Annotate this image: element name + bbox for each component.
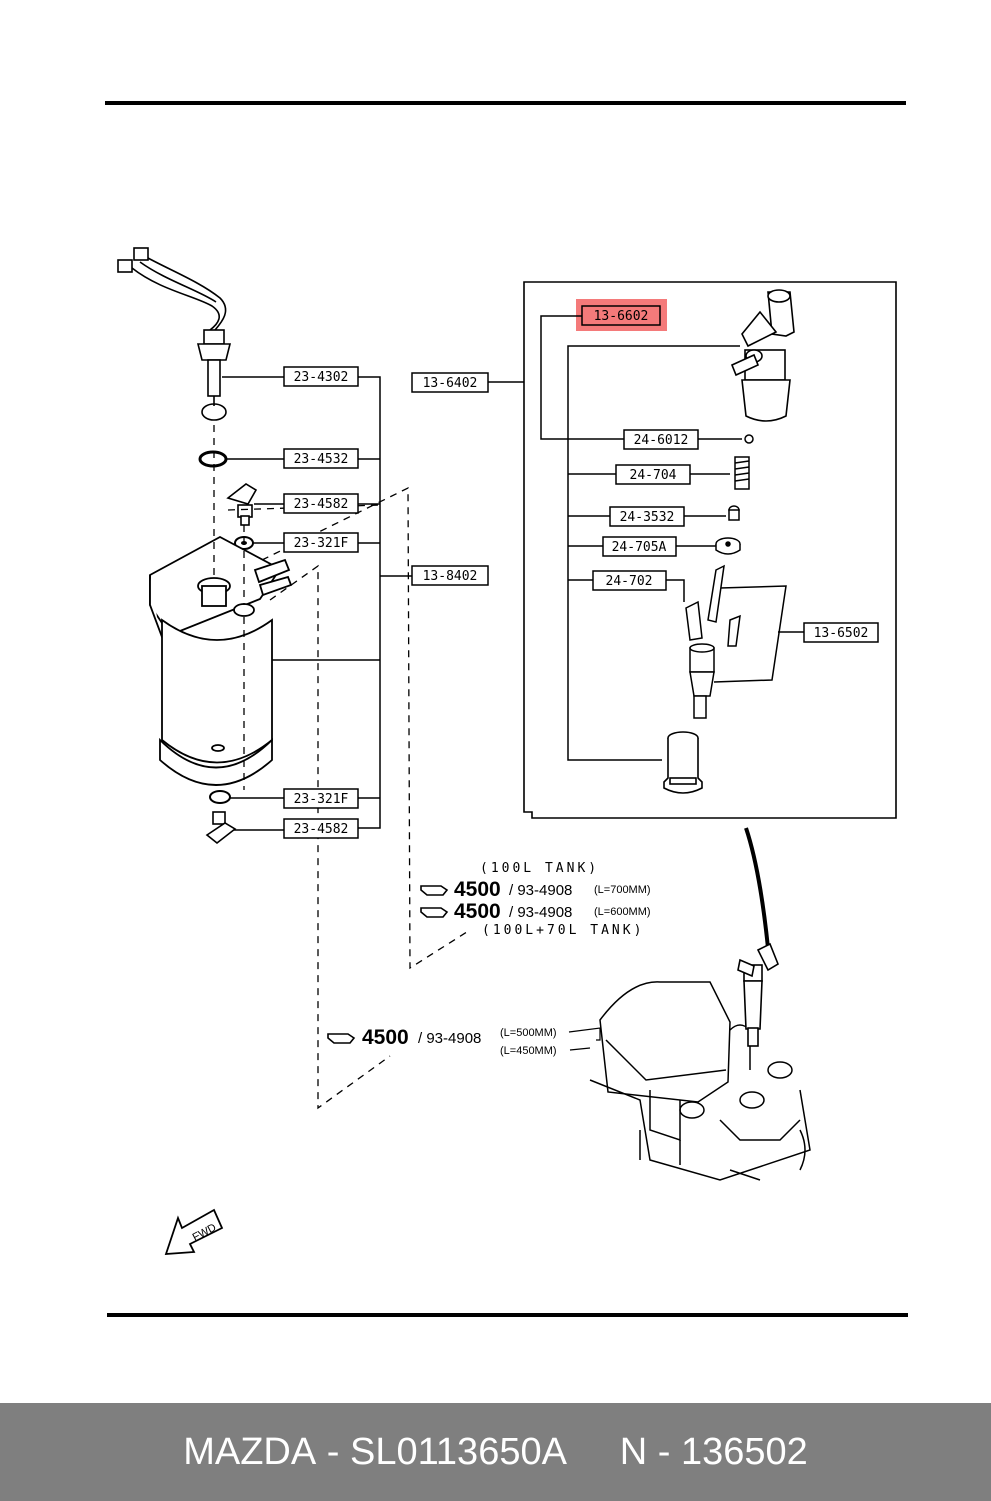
- callout-24-3532: 24-3532: [609, 506, 685, 527]
- svg-text:24-704: 24-704: [630, 468, 677, 483]
- svg-text:23-4582: 23-4582: [294, 822, 349, 837]
- svg-text:13-6502: 13-6502: [814, 626, 869, 641]
- fwd-arrow-icon: FWD: [164, 1208, 224, 1255]
- svg-text:23-4532: 23-4532: [294, 452, 349, 467]
- left-leader-lines: [222, 376, 412, 831]
- svg-text:23-321F: 23-321F: [294, 536, 349, 551]
- callout-13-6602: 13-6602: [581, 305, 661, 326]
- svg-text:13-8402: 13-8402: [423, 569, 478, 584]
- svg-text:/ 93-4908: / 93-4908: [509, 904, 572, 921]
- nozzle-nut: [663, 731, 703, 794]
- svg-text:4500: 4500: [454, 878, 501, 901]
- svg-text:23-321F: 23-321F: [294, 792, 349, 807]
- svg-text:24-702: 24-702: [606, 574, 653, 589]
- injector-washer: [744, 434, 754, 444]
- right-leader-lines: [540, 315, 804, 761]
- injector-spring: [734, 456, 750, 490]
- svg-text:23-4302: 23-4302: [294, 370, 349, 385]
- callout-13-6502: 13-6502: [803, 622, 879, 643]
- svg-text:(L=600MM): (L=600MM): [594, 906, 651, 918]
- water-sensor: [196, 329, 232, 421]
- nozzle-needle: [685, 564, 741, 719]
- callout-23-4302: 23-4302: [283, 366, 359, 387]
- callout-23-4582-top: 23-4582: [283, 493, 359, 514]
- installed-injector: [737, 942, 779, 1047]
- footer-bar: MAZDA - SL0113650A N - 136502: [0, 1403, 991, 1501]
- callout-24-6012: 24-6012: [623, 429, 699, 450]
- note-100l-tank: (100L TANK): [480, 861, 599, 876]
- parts-diagram: 23-4302 23-4532 23-4582 23-321F 23-321F …: [105, 101, 908, 1317]
- fuel-filter-body: [149, 535, 293, 786]
- svg-text:24-6012: 24-6012: [634, 433, 689, 448]
- spacer: [715, 537, 741, 555]
- footer-part-number: SL0113650A: [350, 1430, 567, 1473]
- o-ring: [198, 450, 228, 468]
- washer-bottom: [209, 790, 231, 804]
- callout-24-705A: 24-705A: [602, 536, 677, 557]
- footer-ref: N - 136502: [619, 1430, 808, 1473]
- drain-plug-bottom: [205, 811, 237, 845]
- callout-23-321F-bottom: 23-321F: [283, 788, 359, 809]
- bleeder-plug-top: [226, 483, 258, 526]
- note-100l-70l-tank: (100L+70L TANK): [482, 923, 644, 938]
- svg-text:(L=500MM): (L=500MM): [500, 1027, 557, 1039]
- svg-text:(L=700MM): (L=700MM): [594, 884, 651, 896]
- svg-text:24-3532: 24-3532: [620, 510, 675, 525]
- callout-23-4532: 23-4532: [283, 448, 359, 469]
- svg-text:/ 93-4908: / 93-4908: [418, 1030, 481, 1047]
- svg-text:/ 93-4908: / 93-4908: [509, 882, 572, 899]
- injector-frame: [523, 281, 897, 819]
- svg-text:4500: 4500: [362, 1026, 409, 1049]
- callout-23-321F-top: 23-321F: [283, 532, 359, 553]
- engine-pointer: [744, 827, 770, 949]
- ref-note-a: 4500 / 93-4908 (L=700MM): [420, 878, 651, 901]
- callout-13-8402: 13-8402: [411, 565, 489, 586]
- ref-note-c: 4500 / 93-4908 (L=500MM) (L=450MM): [327, 1026, 601, 1057]
- injector-holder: [730, 289, 795, 422]
- svg-text:13-6402: 13-6402: [423, 376, 478, 391]
- svg-text:23-4582: 23-4582: [294, 497, 349, 512]
- ref-note-b: 4500 / 93-4908 (L=600MM): [420, 900, 651, 923]
- svg-text:13-6602: 13-6602: [594, 309, 649, 324]
- spring-seat: [728, 505, 740, 521]
- svg-text:4500: 4500: [454, 900, 501, 923]
- callout-24-704: 24-704: [615, 464, 691, 485]
- sensor-wire-harness: [117, 247, 227, 331]
- footer-brand: MAZDA: [183, 1430, 317, 1473]
- engine-block: [589, 981, 811, 1181]
- callout-23-4582-bottom: 23-4582: [283, 818, 359, 839]
- svg-text:24-705A: 24-705A: [612, 540, 667, 555]
- callout-13-6402: 13-6402: [411, 372, 489, 393]
- callout-24-702: 24-702: [592, 570, 667, 591]
- svg-text:(L=450MM): (L=450MM): [500, 1045, 557, 1057]
